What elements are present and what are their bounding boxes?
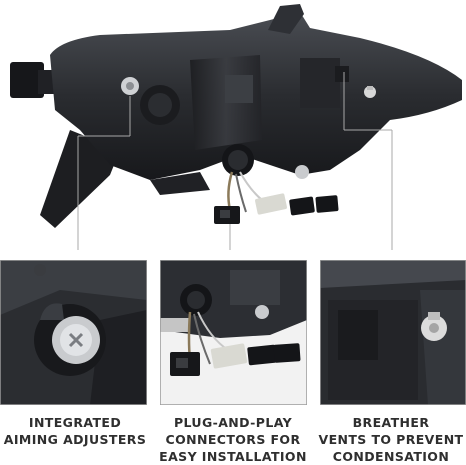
caption-aiming-adjusters: INTEGRATED AIMING ADJUSTERS [0, 414, 150, 448]
caption-breather-vents: BREATHER VENTS TO PREVENT CONDENSATION [316, 414, 466, 465]
caption-line: AIMING ADJUSTERS [3, 432, 147, 447]
breather-vent-closeup [320, 260, 466, 405]
caption-line: EASY INSTALLATION [159, 449, 307, 464]
connector-closeup [160, 260, 307, 405]
caption-line: VENTS TO PREVENT [318, 432, 464, 447]
caption-line: PLUG-AND-PLAY [173, 415, 293, 430]
caption-line: CONNECTORS FOR [165, 432, 301, 447]
headlight-housing-image [10, 4, 462, 250]
aiming-adjuster-closeup [0, 260, 147, 405]
caption-line: BREATHER [352, 415, 430, 430]
caption-line: INTEGRATED [28, 415, 122, 430]
caption-connectors: PLUG-AND-PLAY CONNECTORS FOR EASY INSTAL… [158, 414, 308, 465]
caption-line: CONDENSATION [332, 449, 450, 464]
